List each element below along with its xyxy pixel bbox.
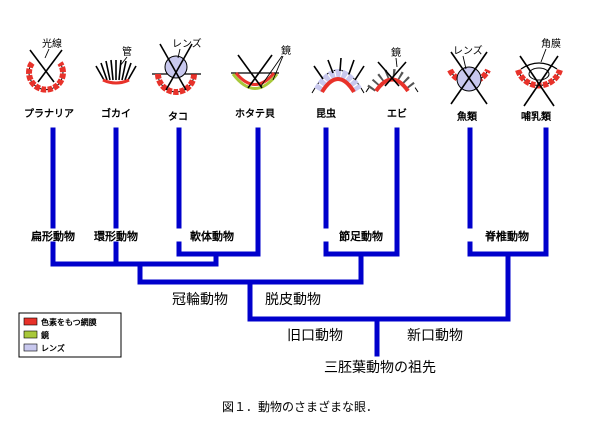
legend: 色素をもつ網膜 鏡 レンズ [18,312,122,358]
group-vertebrates: 脊椎動物 [484,229,529,243]
group-arthropods: 節足動物 [339,229,383,243]
label-light: 光線 [42,37,62,50]
group-annelids: 環形動物 [94,229,138,243]
group-labels: 扁形動物 環形動物 軟体動物 節足動物 脊椎動物 [31,229,529,243]
pointer-cornea [540,48,547,63]
konchu-eye-icon [311,57,365,94]
legend-swatch-lens [23,343,38,352]
animal-name-planaria: プラナリア [24,107,74,120]
pointer-lens-octopus [177,48,181,59]
clade-deuterostomes: 新口動物 [407,328,463,344]
figure-caption: 図１．動物のさまざまな眼． [221,400,378,414]
animal-name-ebi: エビ [387,107,407,120]
gyorui-eye-icon [447,51,491,105]
clade-ancestor: 三胚葉動物の祖先 [324,360,436,376]
label-lens-octopus: レンズ [172,37,202,50]
animal-name-konchu: 昆虫 [316,107,336,120]
legend-label-pigment: 色素をもつ網膜 [41,317,97,327]
ebi-eye-icon [365,61,419,93]
pointer-mirror-scallop-1 [260,55,283,87]
pointer-tube [119,56,128,67]
label-cornea: 角膜 [541,38,561,50]
legend-swatch-pigment [23,317,38,326]
animal-name-tako: タコ [168,111,188,123]
honyurui-eye-icon [515,55,563,107]
label-tube: 管 [122,45,132,58]
tako-eye-icon [152,43,201,95]
animal-name-gyorui: 魚類 [457,110,478,123]
label-mirror-shrimp: 鏡 [391,46,401,59]
legend-label-lens: レンズ [41,343,65,353]
group-molluscs: 軟体動物 [190,229,234,243]
group-flatworms: 扁形動物 [31,229,75,243]
clade-protostomes: 旧口動物 [287,328,343,344]
pointer-mirror-shrimp [395,57,398,68]
animal-name-hotategai: ホタテ貝 [235,108,275,120]
legend-swatch-mirror [23,330,38,339]
clade-lophotrochozoa: 冠輪動物 [172,291,228,308]
label-lens-fish: レンズ [453,44,483,57]
eye-annotations: 光線 管 レンズ 鏡 鏡 レンズ 角膜 [42,37,561,87]
pointer-mirror-scallop-2 [272,55,284,81]
animal-name-gokai: ゴカイ [101,107,131,120]
clade-ecdysozoa: 脱皮動物 [265,292,321,308]
phylogenetic-tree [50,127,549,357]
clade-labels: 冠輪動物 脱皮動物 旧口動物 新口動物 三胚葉動物の祖先 [172,291,463,376]
planaria-eye-icon [26,49,66,93]
legend-label-mirror: 鏡 [40,330,49,340]
hotategai-eye-icon [231,54,279,90]
pointer-light [44,48,50,59]
pointer-lens-fish [462,55,467,70]
animal-names: プラナリア ゴカイ タコ ホタテ貝 昆虫 エビ 魚類 哺乳類 [24,107,552,123]
animal-name-honyurui: 哺乳類 [521,110,552,123]
label-mirror-scallop: 鏡 [281,44,291,57]
gokai-eye-icon [95,59,137,85]
